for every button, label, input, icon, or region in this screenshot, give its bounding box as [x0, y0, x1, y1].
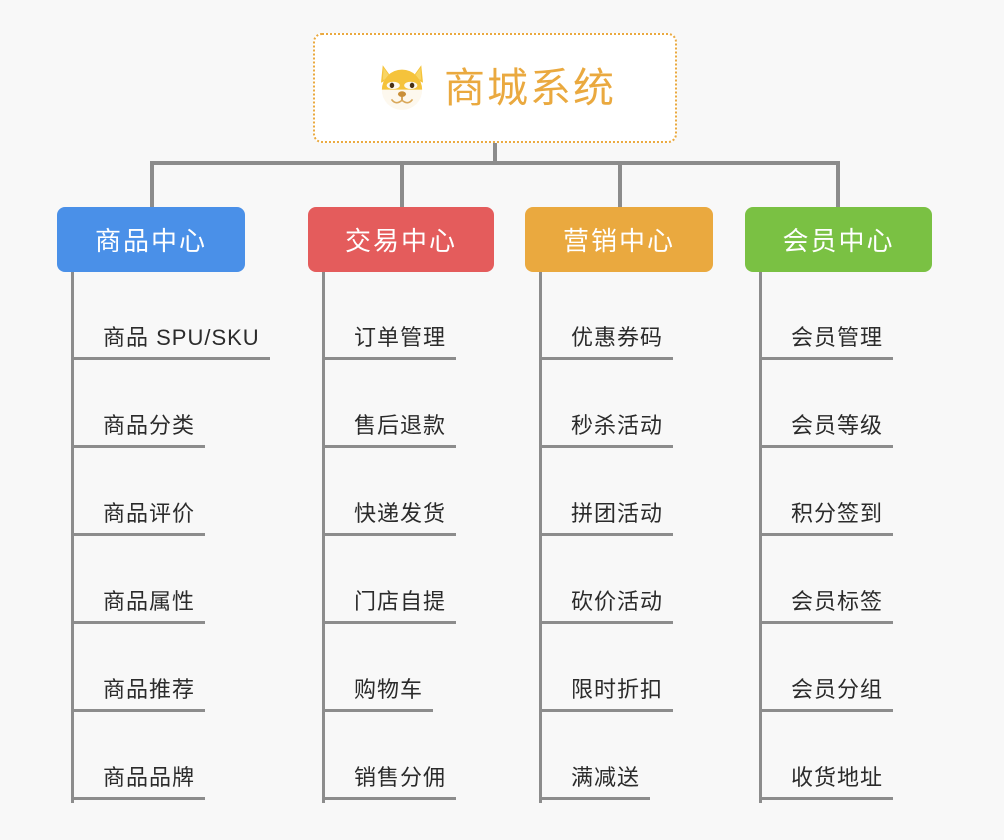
leaf-item[interactable]: 售后退款 — [308, 360, 494, 448]
leaf-label: 限时折扣 — [571, 677, 664, 702]
branch-header-1[interactable]: 商品中心 — [57, 207, 245, 272]
leaf-item[interactable]: 拼团活动 — [525, 448, 713, 536]
branch-header-3[interactable]: 营销中心 — [525, 207, 713, 272]
branch-header-label: 会员中心 — [782, 226, 895, 256]
leaf-item[interactable]: 收货地址 — [745, 712, 932, 800]
leaf-item[interactable]: 商品 SPU/SKU — [57, 272, 270, 360]
leaf-item[interactable]: 砍价活动 — [525, 536, 713, 624]
leaf-label: 商品 SPU/SKU — [103, 325, 260, 350]
leaf-item[interactable]: 商品分类 — [57, 360, 245, 448]
root-title: 商城系统 — [444, 64, 616, 111]
leaf-item[interactable]: 积分签到 — [745, 448, 932, 536]
leaf-label: 商品推荐 — [103, 677, 196, 702]
leaf-label: 积分签到 — [791, 501, 884, 526]
branch-items-2: 订单管理 售后退款 快递发货 门店自提 购物车 销售分佣 — [308, 272, 494, 803]
leaf-label: 售后退款 — [354, 413, 447, 438]
leaf-label: 会员分组 — [791, 677, 884, 702]
leaf-label: 会员标签 — [791, 589, 884, 614]
leaf-label: 收货地址 — [791, 765, 884, 790]
leaf-label: 商品品牌 — [103, 765, 196, 790]
leaf-label: 商品属性 — [103, 589, 196, 614]
branch-items-4: 会员管理 会员等级 积分签到 会员标签 会员分组 收货地址 — [745, 272, 932, 803]
leaf-label: 会员等级 — [791, 413, 884, 438]
leaf-item[interactable]: 商品评价 — [57, 448, 245, 536]
branch-header-4[interactable]: 会员中心 — [745, 207, 932, 272]
dog-face-emoji — [381, 65, 423, 110]
leaf-item[interactable]: 秒杀活动 — [525, 360, 713, 448]
connector-drop-3 — [618, 161, 622, 207]
leaf-item[interactable]: 商品品牌 — [57, 712, 245, 800]
leaf-item[interactable]: 商品推荐 — [57, 624, 245, 712]
branch-header-2[interactable]: 交易中心 — [308, 207, 494, 272]
leaf-item[interactable]: 会员管理 — [745, 272, 932, 360]
leaf-item[interactable]: 优惠券码 — [525, 272, 713, 360]
leaf-item[interactable]: 限时折扣 — [525, 624, 713, 712]
branch-column-1: 商品中心 商品 SPU/SKU 商品分类 商品评价 商品属性 商品推荐 商品品牌 — [57, 207, 270, 803]
connector-horizontal-bus — [150, 161, 840, 165]
leaf-item[interactable]: 门店自提 — [308, 536, 494, 624]
leaf-label: 订单管理 — [354, 325, 447, 350]
leaf-label: 商品评价 — [103, 501, 196, 526]
branch-header-label: 营销中心 — [562, 226, 675, 256]
connector-drop-2 — [400, 161, 404, 207]
leaf-label: 秒杀活动 — [571, 413, 664, 438]
branch-column-2: 交易中心 订单管理 售后退款 快递发货 门店自提 购物车 销售分佣 — [308, 207, 494, 803]
branch-items-3: 优惠券码 秒杀活动 拼团活动 砍价活动 限时折扣 满减送 — [525, 272, 713, 803]
branch-spine-1 — [71, 272, 74, 803]
branch-header-label: 商品中心 — [94, 226, 207, 256]
leaf-label: 快递发货 — [354, 501, 447, 526]
leaf-item[interactable]: 满减送 — [525, 712, 713, 800]
leaf-label: 购物车 — [354, 677, 424, 702]
connector-root-vertical — [493, 143, 497, 164]
leaf-item[interactable]: 商品属性 — [57, 536, 245, 624]
branch-column-3: 营销中心 优惠券码 秒杀活动 拼团活动 砍价活动 限时折扣 满减送 — [525, 207, 713, 803]
leaf-label: 砍价活动 — [571, 589, 664, 614]
leaf-item[interactable]: 快递发货 — [308, 448, 494, 536]
branch-items-1: 商品 SPU/SKU 商品分类 商品评价 商品属性 商品推荐 商品品牌 — [57, 272, 270, 803]
branch-column-4: 会员中心 会员管理 会员等级 积分签到 会员标签 会员分组 收货地址 — [745, 207, 932, 803]
branch-spine-3 — [539, 272, 542, 803]
branch-spine-2 — [322, 272, 325, 803]
leaf-label: 优惠券码 — [571, 325, 664, 350]
leaf-label: 商品分类 — [103, 413, 196, 438]
leaf-label: 门店自提 — [354, 589, 447, 614]
connector-drop-4 — [836, 161, 840, 207]
connector-drop-1 — [150, 161, 154, 207]
leaf-item[interactable]: 销售分佣 — [308, 712, 494, 800]
leaf-label: 拼团活动 — [571, 501, 664, 526]
leaf-item[interactable]: 会员等级 — [745, 360, 932, 448]
leaf-item[interactable]: 订单管理 — [308, 272, 494, 360]
leaf-label: 销售分佣 — [354, 765, 447, 790]
leaf-item[interactable]: 会员标签 — [745, 536, 932, 624]
root-node[interactable]: 商城系统 — [313, 33, 677, 143]
leaf-item[interactable]: 会员分组 — [745, 624, 932, 712]
branch-spine-4 — [759, 272, 762, 803]
leaf-item[interactable]: 购物车 — [308, 624, 494, 712]
leaf-label: 会员管理 — [791, 325, 884, 350]
branch-header-label: 交易中心 — [344, 226, 457, 256]
leaf-label: 满减送 — [571, 765, 641, 790]
